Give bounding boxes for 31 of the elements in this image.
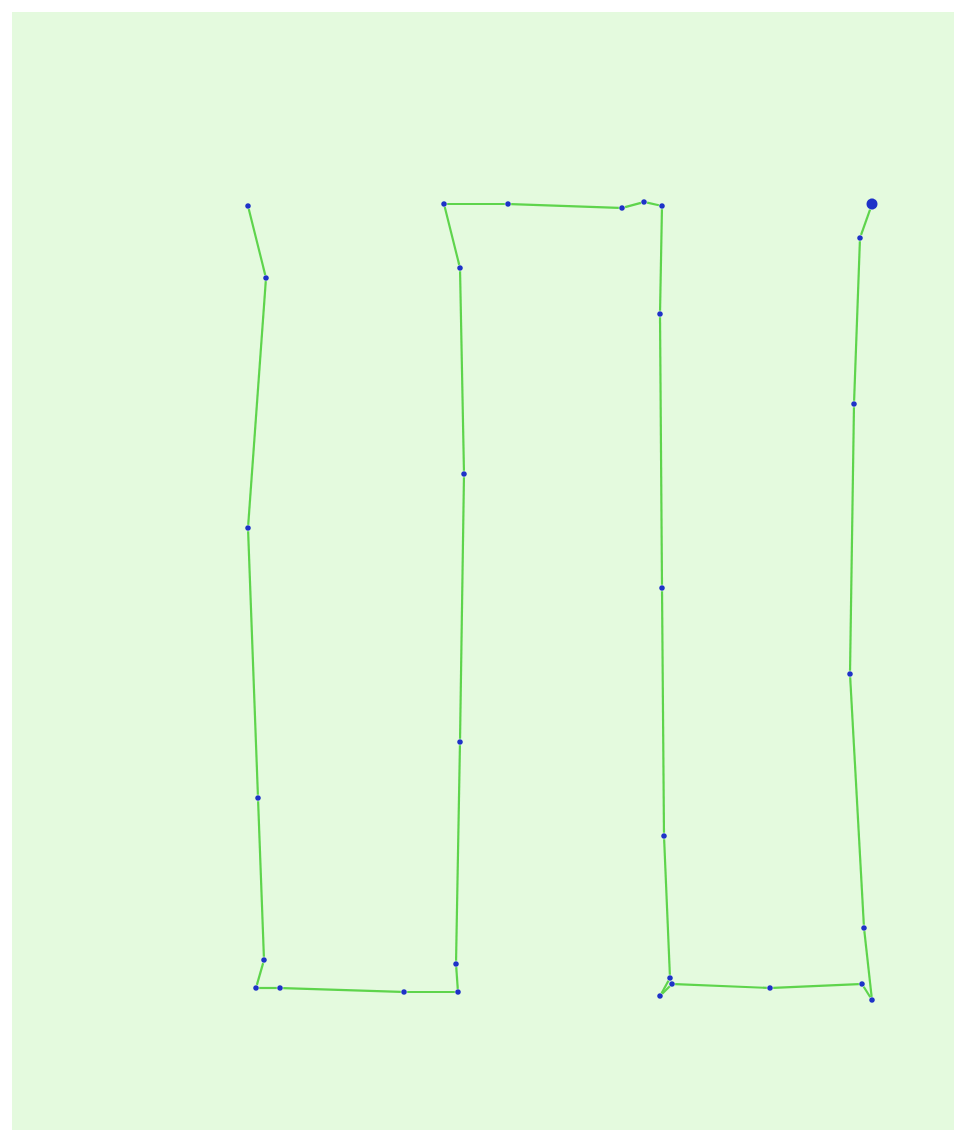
flight-path-segment [454, 745, 462, 961]
flight-path-segment [247, 208, 267, 276]
flight-path-segment [458, 271, 466, 471]
flight-path-segment [259, 986, 277, 990]
flight-path-segment [773, 983, 859, 989]
flight-path-segment [247, 281, 267, 525]
flight-path-segment [660, 591, 666, 833]
flight-path-segment [848, 407, 856, 671]
flight-path-segment [658, 317, 664, 585]
flight-path-segment [849, 677, 865, 925]
flight-path-segment [283, 987, 401, 993]
flight-path-segment [447, 202, 505, 206]
flight-path-segment [663, 839, 671, 975]
flight-path-segment [247, 531, 259, 795]
flight-path-segment [458, 477, 466, 739]
flight-path-segment [255, 962, 265, 986]
flight-path-segment [624, 201, 642, 209]
flight-path-segment [675, 983, 767, 989]
flight-path-segment [646, 201, 660, 207]
flight-path-segment [658, 209, 664, 311]
flight-path-segment [862, 986, 872, 998]
flight-path-segment [860, 209, 872, 236]
flight-path-segment [863, 931, 873, 997]
flight-path-segment [407, 990, 455, 994]
flight-path-segment [443, 206, 461, 266]
flight-path-segment [511, 203, 619, 209]
flight-path-segment [455, 967, 459, 989]
flight-path-segment [661, 985, 671, 995]
flight-path-segment [660, 980, 670, 994]
flight-path-segment [853, 241, 861, 401]
flight-path-segment [257, 801, 265, 957]
